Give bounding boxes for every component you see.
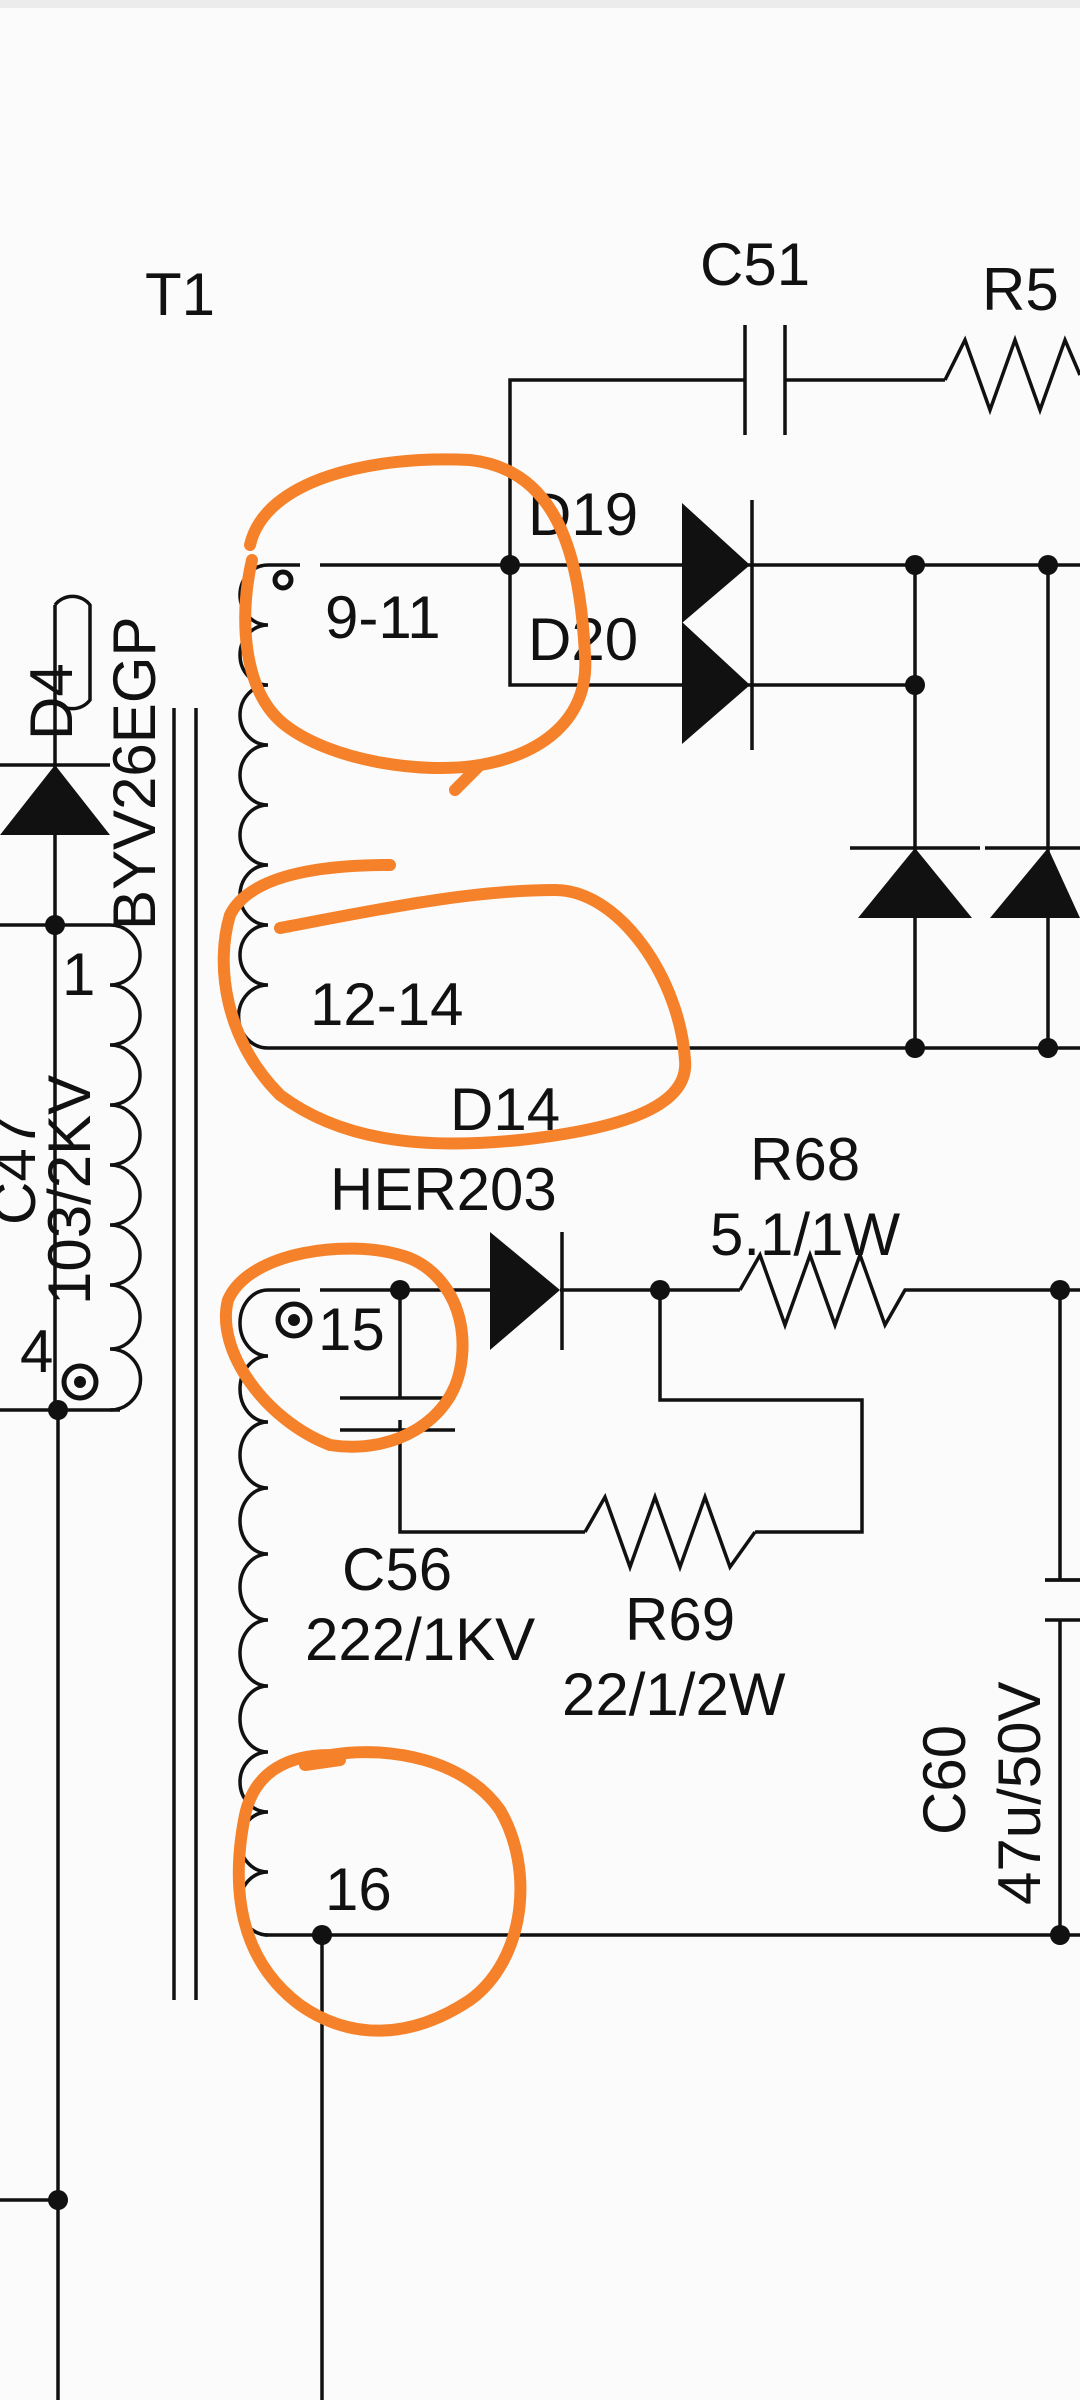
pin-15-label: 15 [318,1296,385,1363]
passive-symbols [53,325,1080,1622]
highlight-circle-pins-9-11 [239,453,592,796]
pin-16-label: 16 [325,1856,392,1923]
d19-diode-symbol [682,503,750,623]
c51-label: C51 [700,231,810,298]
highlight-circle-pin-16 [232,1746,527,2037]
d14-diode-symbol [490,1232,560,1350]
d20-diode-symbol [682,622,750,744]
d4-diode-symbol [0,765,110,835]
top-edge-bar [0,0,1080,8]
diodes [0,500,1080,1350]
c60-value-label: 47u/50V [986,1681,1053,1905]
pin-1-label: 1 [62,941,95,1008]
highlight-circle-pin-15 [220,1242,469,1453]
bridge-diode-1-symbol [858,848,972,918]
pin-12-14-label: 12-14 [310,971,463,1038]
pin-4-label: 4 [20,1318,53,1385]
d4-label: D4 [18,663,85,740]
c47-label: C47 [0,1115,48,1225]
bridge-diode-2-symbol [990,848,1080,918]
c47-value-label: 103/2KV [36,1075,103,1305]
r68-label: R68 [750,1126,860,1193]
highlight-circle-pins-12-14 [217,859,692,1150]
t1-label: T1 [145,261,215,328]
highlight-annotations [217,453,692,2037]
polarity-markers [61,569,313,1401]
d4-part-label: BYV26EGP [101,616,168,930]
c56-label: C56 [342,1536,452,1603]
d14-part-label: HER203 [330,1156,557,1223]
pin-9-11-label: 9-11 [325,584,441,651]
labels: T1 C51 R5 D19 9-11 D20 12-14 D14 HER203 … [0,231,1059,1923]
d19-label: D19 [528,481,638,548]
r69-label: R69 [625,1586,735,1653]
junction-dots [45,555,1070,2210]
c56-value-label: 222/1KV [305,1606,535,1673]
c60-label: C60 [911,1725,978,1835]
r68-value-label: 5.1/1W [710,1201,900,1268]
r69-value-label: 22/1/2W [562,1661,786,1728]
r5-label: R5 [982,256,1059,323]
